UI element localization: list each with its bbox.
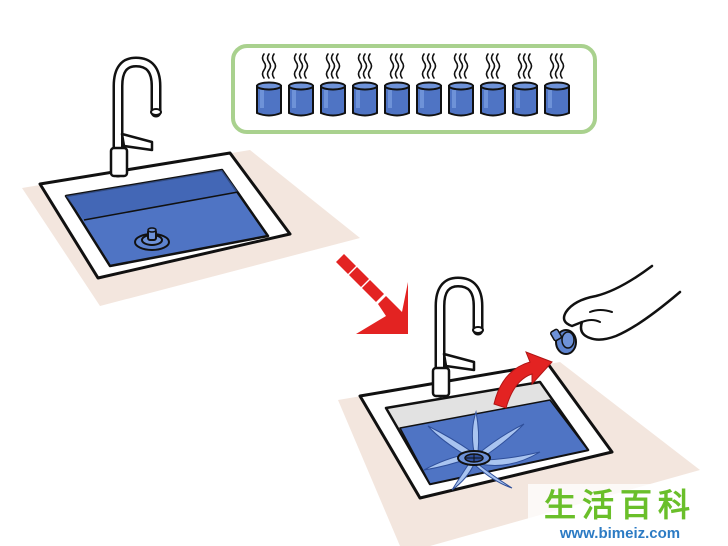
heated-cup-icon xyxy=(448,53,474,117)
cup-highlight xyxy=(420,90,424,108)
cup-highlight xyxy=(260,90,264,108)
heated-cup-icon xyxy=(512,53,538,117)
cup-highlight xyxy=(356,90,360,108)
cup-rim xyxy=(352,81,378,91)
cup-highlight xyxy=(452,90,456,108)
heated-cup-icon xyxy=(480,53,506,117)
steam-icon xyxy=(527,53,533,79)
steam-icon xyxy=(271,53,277,79)
removed-stopper-icon xyxy=(550,328,577,355)
cup-rim xyxy=(416,81,442,91)
top-drain-stopper-icon xyxy=(134,227,170,251)
steam-icon xyxy=(517,53,523,79)
heated-cup-icon xyxy=(384,53,410,117)
steam-icon xyxy=(554,53,560,79)
cup-rim xyxy=(288,81,314,91)
steam-icon xyxy=(453,53,459,79)
steam-icon xyxy=(559,53,565,79)
steam-icon xyxy=(266,53,272,79)
cup-rim xyxy=(480,81,506,91)
steam-icon xyxy=(463,53,469,79)
hand-icon xyxy=(562,264,682,341)
steam-icon xyxy=(357,53,363,79)
cup-rim xyxy=(512,81,538,91)
drain-opening-icon xyxy=(457,450,491,466)
steam-icon xyxy=(458,53,464,79)
top-faucet-icon xyxy=(109,56,162,178)
cup-highlight xyxy=(292,90,296,108)
cup-rim xyxy=(448,81,474,91)
steam-icon xyxy=(261,53,267,79)
steam-icon xyxy=(325,53,331,79)
bottom-faucet-icon xyxy=(431,276,484,398)
steam-icon xyxy=(399,53,405,79)
heated-cup-icon xyxy=(352,53,378,117)
watermark: 生活百科 www.bimeiz.com xyxy=(528,484,712,542)
cup-highlight xyxy=(548,90,552,108)
steam-icon xyxy=(367,53,373,79)
steam-icon xyxy=(421,53,427,79)
steam-icon xyxy=(335,53,341,79)
cup-highlight xyxy=(388,90,392,108)
cup-highlight xyxy=(516,90,520,108)
heated-cup-icon xyxy=(320,53,346,117)
steam-icon xyxy=(298,53,304,79)
watermark-url: www.bimeiz.com xyxy=(559,525,680,542)
heated-cup-icon xyxy=(288,53,314,117)
cup-highlight xyxy=(324,90,328,108)
steam-icon xyxy=(522,53,528,79)
cup-rim xyxy=(320,81,346,91)
steam-icon xyxy=(394,53,400,79)
steam-icon xyxy=(490,53,496,79)
steam-icon xyxy=(362,53,368,79)
heated-cups-row xyxy=(256,53,570,117)
steam-icon xyxy=(426,53,432,79)
heated-cup-icon xyxy=(544,53,570,117)
cup-rim xyxy=(256,81,282,91)
watermark-brand: 生活百科 xyxy=(544,486,696,524)
steam-icon xyxy=(549,53,555,79)
drain-swirl-icon xyxy=(423,410,541,491)
cup-highlight xyxy=(484,90,488,108)
steam-icon xyxy=(495,53,501,79)
steam-icon xyxy=(293,53,299,79)
steam-icon xyxy=(330,53,336,79)
pull-stopper-arrow-icon xyxy=(493,351,553,409)
boiling-water-panel xyxy=(231,44,597,134)
steam-icon xyxy=(303,53,309,79)
steam-icon xyxy=(485,53,491,79)
direction-arrow-icon xyxy=(336,254,408,334)
top-sink-scene xyxy=(22,56,360,306)
steam-icon xyxy=(389,53,395,79)
top-sink-back-wall xyxy=(66,170,238,220)
panel-frame xyxy=(231,44,597,134)
heated-cup-icon xyxy=(416,53,442,117)
bottom-sink-scene xyxy=(338,264,700,546)
steam-icon xyxy=(431,53,437,79)
heated-cup-icon xyxy=(256,53,282,117)
cup-rim xyxy=(544,81,570,91)
cup-rim xyxy=(384,81,410,91)
